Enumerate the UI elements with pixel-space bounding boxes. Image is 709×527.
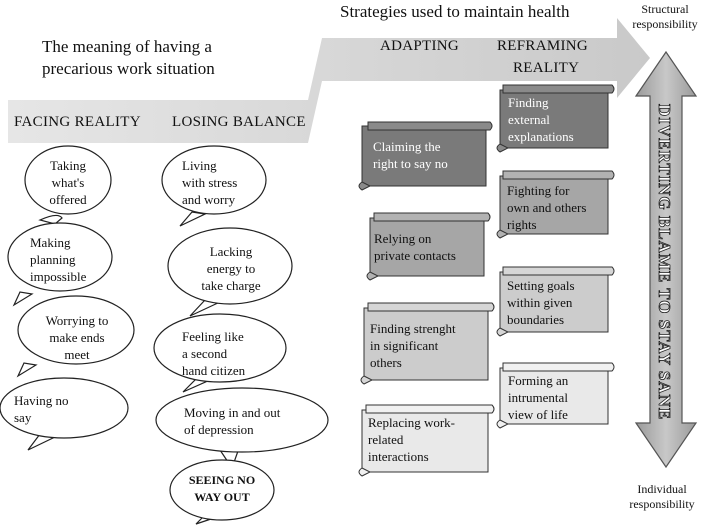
bubble-second-hand-citizen: Feeling like a second hand citizen <box>182 329 246 378</box>
bubble-taking-whats-offered: Taking what's offered <box>49 158 87 207</box>
responsibility-arrow <box>634 50 698 469</box>
bubble-making-planning-impossible: Making planning impossible <box>30 235 87 284</box>
stage-facing-reality: FACING REALITY <box>14 114 141 130</box>
scroll-finding-external-explanations: Finding external explanations <box>508 95 574 144</box>
bubble-shape <box>38 214 63 225</box>
bubble-lacking-energy: Lacking energy to take charge <box>201 244 261 293</box>
bubble-shape <box>12 291 34 307</box>
scroll-fighting-for-rights: Fighting for own and others rights <box>507 183 587 232</box>
bubble-shape <box>179 211 208 227</box>
bubble-worrying-to-make-ends-meet: Worrying to make ends meet <box>45 313 109 362</box>
scroll-claiming-right: Claiming the right to say no <box>373 139 448 171</box>
structural-responsibility-label: Structural responsibility <box>632 2 698 31</box>
meaning-title-line1: The meaning of having a <box>42 37 212 56</box>
scroll-forming-instrumental-view: Forming an intrumental view of life <box>508 373 569 422</box>
diverting-blame-label: DIVERTING BLAME TO STAY SANE <box>655 104 675 421</box>
progress-arrow <box>8 18 650 143</box>
scroll-finding-strenght: Finding strenght in significant others <box>370 321 456 370</box>
bubble-having-no-say: Having no say <box>14 393 69 425</box>
bubble-living-with-stress: Living with stress and worry <box>182 158 238 207</box>
scroll-relying-on-private-contacts: Relying on private contacts <box>374 231 456 263</box>
individual-responsibility-label: Individual responsibility <box>629 482 695 511</box>
stage-reframing-line2: REALITY <box>513 60 580 76</box>
bubble-moving-in-out-depression: Moving in and out of depression <box>184 405 281 437</box>
stage-adapting: ADAPTING <box>380 38 460 54</box>
stage-reframing-line1: REFRAMING <box>497 38 589 54</box>
stage-losing-balance: LOSING BALANCE <box>172 114 306 130</box>
bubble-shape <box>16 362 38 378</box>
bubble-seeing-no-way-out: SEEING NO WAY OUT <box>188 473 256 504</box>
meaning-title-line2: precarious work situation <box>42 59 215 78</box>
strategies-title: Strategies used to maintain health <box>340 2 570 21</box>
scroll-setting-goals: Setting goals within given boundaries <box>507 278 575 327</box>
scroll-replacing-work-related: Replacing work- related interactions <box>368 415 456 464</box>
